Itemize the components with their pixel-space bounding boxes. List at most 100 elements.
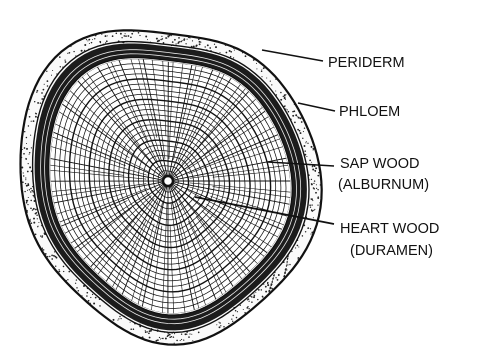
stipple-dot	[230, 56, 231, 57]
stipple-dot	[286, 266, 287, 267]
stipple-dot	[84, 44, 86, 46]
stipple-dot	[294, 104, 295, 105]
stipple-dot	[216, 324, 217, 325]
stipple-dot	[189, 333, 190, 334]
stipple-dot	[191, 334, 192, 335]
stipple-dot	[59, 56, 61, 58]
stipple-dot	[95, 34, 97, 36]
stipple-dot	[233, 48, 234, 49]
stipple-dot	[169, 35, 171, 37]
stipple-dot	[99, 305, 101, 307]
label-sapwood: SAP WOOD	[340, 156, 420, 172]
stipple-dot	[232, 321, 233, 322]
stipple-dot	[287, 109, 288, 110]
stipple-dot	[86, 39, 87, 40]
stipple-dot	[295, 247, 296, 248]
stipple-dot	[268, 291, 270, 293]
stipple-dot	[303, 131, 304, 132]
stipple-dot	[287, 259, 288, 260]
stipple-dot	[179, 41, 181, 43]
stipple-dot	[38, 226, 39, 227]
stipple-dot	[236, 317, 238, 319]
stipple-dot	[125, 35, 127, 37]
stipple-dot	[218, 322, 219, 323]
stipple-dot	[176, 340, 178, 342]
stipple-dot	[92, 39, 93, 40]
stipple-dot	[23, 175, 24, 176]
stipple-dot	[130, 322, 131, 323]
stipple-dot	[315, 167, 317, 169]
stipple-dot	[265, 286, 267, 288]
stipple-dot	[310, 234, 311, 235]
stipple-dot	[293, 110, 295, 112]
stipple-dot	[288, 111, 290, 113]
stipple-dot	[116, 33, 118, 35]
stipple-dot	[36, 214, 37, 215]
stipple-dot	[75, 283, 76, 284]
stipple-dot	[29, 166, 31, 168]
label-heartwood: HEART WOOD	[340, 221, 439, 237]
stipple-dot	[24, 147, 26, 149]
stipple-dot	[270, 284, 272, 286]
stipple-dot	[283, 275, 285, 277]
stipple-dot	[165, 338, 167, 340]
stipple-dot	[31, 121, 32, 122]
stipple-dot	[311, 232, 313, 234]
stipple-dot	[310, 228, 311, 229]
stipple-dot	[36, 212, 38, 214]
stipple-dot	[285, 269, 287, 271]
stipple-dot	[142, 336, 144, 338]
stipple-dot	[273, 275, 275, 277]
stipple-dot	[243, 309, 244, 310]
stipple-dot	[295, 114, 297, 116]
stipple-dot	[40, 235, 41, 236]
stipple-dot	[313, 150, 314, 151]
stipple-dot	[43, 89, 45, 91]
stipple-dot	[35, 113, 36, 114]
stipple-dot	[88, 300, 90, 302]
stipple-dot	[23, 172, 24, 173]
stipple-dot	[149, 337, 151, 339]
stipple-dot	[23, 153, 25, 155]
stipple-dot	[316, 188, 317, 189]
stipple-dot	[301, 121, 303, 123]
stipple-dot	[248, 298, 250, 300]
stipple-dot	[160, 338, 161, 339]
stipple-dot	[306, 141, 307, 142]
stipple-dot	[112, 35, 114, 37]
stipple-dot	[147, 39, 148, 40]
stipple-dot	[30, 188, 32, 190]
stipple-dot	[127, 35, 129, 37]
stipple-dot	[263, 67, 265, 69]
stipple-dot	[255, 292, 256, 293]
stipple-dot	[129, 31, 130, 32]
stipple-dot	[298, 117, 300, 119]
stipple-dot	[21, 157, 22, 158]
stipple-dot	[181, 334, 182, 335]
stipple-dot	[120, 318, 121, 319]
stipple-dot	[315, 171, 316, 172]
stipple-dot	[37, 90, 39, 92]
stipple-dot	[139, 35, 140, 36]
stipple-dot	[225, 44, 227, 46]
stipple-dot	[46, 71, 47, 72]
stipple-dot	[233, 57, 234, 58]
stipple-dot	[305, 231, 306, 232]
stipple-dot	[88, 39, 90, 41]
stipple-dot	[120, 33, 122, 35]
stipple-dot	[60, 66, 61, 67]
stipple-dot	[89, 303, 91, 305]
stipple-dot	[28, 125, 29, 126]
stipple-dot	[209, 47, 211, 49]
stipple-dot	[317, 197, 319, 199]
stipple-dot	[313, 210, 314, 211]
stipple-dot	[205, 46, 206, 47]
stipple-dot	[192, 40, 193, 41]
stipple-dot	[311, 146, 313, 148]
stipple-dot	[291, 251, 292, 252]
stipple-dot	[181, 339, 182, 340]
stipple-dot	[166, 37, 168, 39]
stipple-dot	[183, 39, 184, 40]
stipple-dot	[297, 116, 298, 117]
stipple-dot	[119, 316, 121, 318]
